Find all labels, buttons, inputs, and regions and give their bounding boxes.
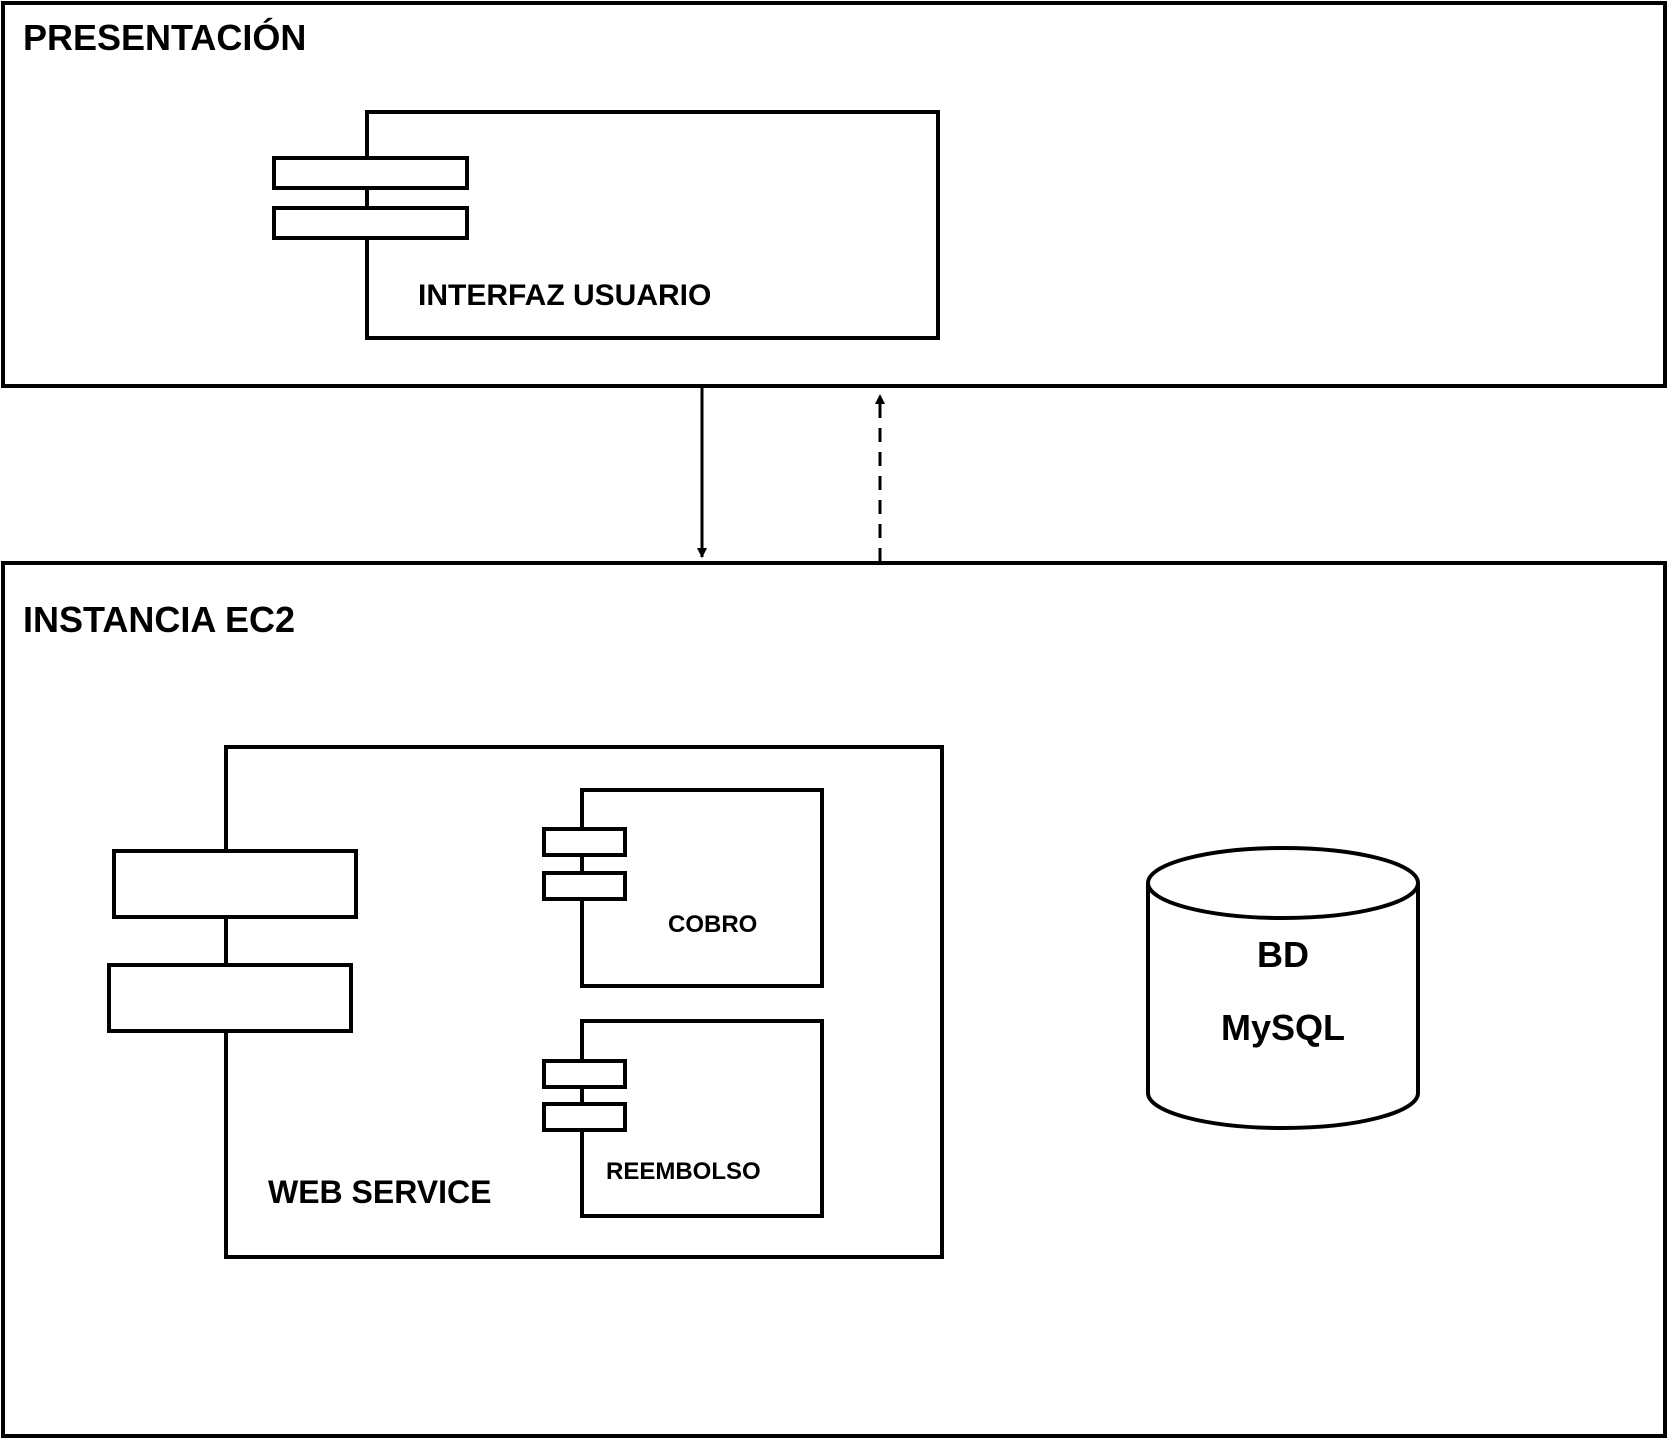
cobro-label: COBRO	[668, 911, 757, 938]
reembolso-port-top	[542, 1059, 627, 1089]
cobro-port-bottom	[542, 871, 627, 901]
database-cylinder: BD MySQL	[1146, 846, 1420, 1130]
web-service-label: WEB SERVICE	[268, 1174, 491, 1210]
presentation-title: PRESENTACIÓN	[23, 16, 306, 58]
database-label-mysql: MySQL	[1221, 1007, 1345, 1048]
ui-component-port-bottom	[272, 206, 469, 240]
reembolso-port-bottom	[542, 1102, 627, 1132]
web-service-port-top	[112, 849, 358, 919]
ui-component-label: INTERFAZ USUARIO	[418, 279, 711, 312]
reembolso-component: REEMBOLSO	[542, 1019, 824, 1218]
ui-component: INTERFAZ USUARIO	[272, 110, 940, 340]
cobro-component: COBRO	[542, 788, 824, 988]
ec2-title: INSTANCIA EC2	[23, 599, 295, 640]
cobro-port-top	[542, 827, 627, 857]
ui-component-port-top	[272, 156, 469, 190]
reembolso-label: REEMBOLSO	[606, 1158, 761, 1185]
database-label-bd: BD	[1257, 934, 1309, 975]
web-service-port-bottom	[107, 963, 353, 1033]
